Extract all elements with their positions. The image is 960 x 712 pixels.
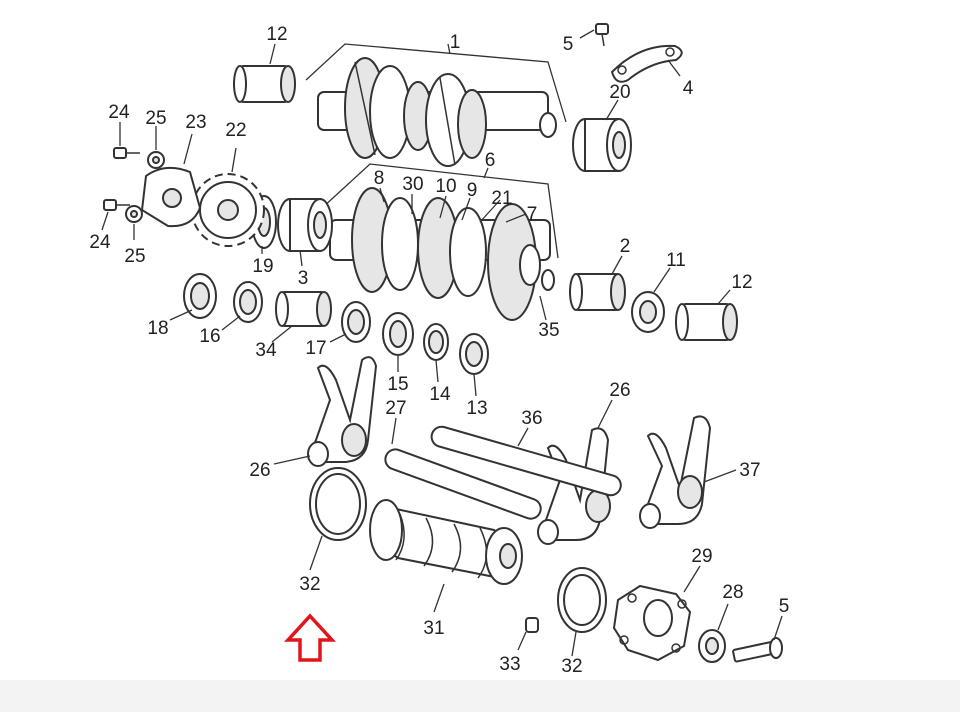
needle-bearing-top xyxy=(233,65,296,103)
screw-24-top xyxy=(113,147,140,159)
label-5-bottom: 5 xyxy=(779,596,790,617)
pin-33 xyxy=(525,617,539,633)
label-32-right: 32 xyxy=(561,656,582,677)
label-26-right: 26 xyxy=(609,380,630,401)
label-7: 7 xyxy=(527,204,538,225)
shift-fork-37 xyxy=(639,415,712,529)
needle-bearing-2 xyxy=(569,273,626,311)
ball-bearing-3 xyxy=(277,198,333,252)
screw-5-top xyxy=(595,23,609,47)
fork-rod-27 xyxy=(384,448,542,520)
screw-5-bottom xyxy=(732,637,783,663)
shift-drum-31 xyxy=(369,499,523,585)
label-19: 19 xyxy=(252,256,273,277)
label-4: 4 xyxy=(683,78,694,99)
label-21: 21 xyxy=(491,188,512,209)
label-9: 9 xyxy=(467,180,478,201)
highlight-arrow-left xyxy=(284,613,336,662)
label-12-right: 12 xyxy=(731,272,752,293)
label-11: 11 xyxy=(666,250,686,271)
label-6: 6 xyxy=(485,150,496,171)
label-20: 20 xyxy=(609,82,630,103)
label-32-left: 32 xyxy=(299,574,320,595)
washer-13 xyxy=(459,333,489,375)
label-1: 1 xyxy=(450,32,461,53)
label-35: 35 xyxy=(538,320,559,341)
label-3: 3 xyxy=(298,268,309,289)
label-23: 23 xyxy=(185,112,206,133)
footer-strip xyxy=(0,680,960,712)
washer-25-top xyxy=(147,151,165,169)
needle-bearing-12-right xyxy=(675,303,738,341)
ring-11 xyxy=(631,291,665,333)
label-27: 27 xyxy=(385,398,406,419)
label-33: 33 xyxy=(499,654,520,675)
label-24-top: 24 xyxy=(108,102,130,123)
bracket-4 xyxy=(610,44,683,83)
label-17: 17 xyxy=(305,338,326,359)
label-30: 30 xyxy=(402,174,423,195)
label-28: 28 xyxy=(722,582,743,603)
screw-24-bottom xyxy=(103,199,130,211)
label-5-top: 5 xyxy=(563,34,574,55)
label-34: 34 xyxy=(255,340,277,361)
label-24-bottom: 24 xyxy=(89,232,111,253)
sprocket-22 xyxy=(191,173,265,247)
washer-16 xyxy=(233,281,263,323)
lay-shaft-assembly xyxy=(329,187,555,321)
washer-15 xyxy=(382,312,414,356)
main-shaft-assembly xyxy=(317,57,557,167)
label-29: 29 xyxy=(691,546,712,567)
label-16: 16 xyxy=(199,326,220,347)
circlip-14 xyxy=(423,323,449,361)
label-36: 36 xyxy=(521,408,542,429)
label-2: 2 xyxy=(620,236,631,257)
label-10: 10 xyxy=(435,176,456,197)
label-25-bottom: 25 xyxy=(124,246,145,267)
label-31: 31 xyxy=(423,618,444,639)
label-13: 13 xyxy=(466,398,487,419)
bushing-34 xyxy=(275,291,332,327)
cover-plate-23 xyxy=(140,166,202,228)
label-37: 37 xyxy=(739,460,760,481)
label-8: 8 xyxy=(374,168,385,189)
washer-25-bottom xyxy=(125,205,143,223)
label-25-top: 25 xyxy=(145,108,166,129)
label-14: 14 xyxy=(429,384,451,405)
washer-18 xyxy=(183,273,217,319)
label-22: 22 xyxy=(225,120,246,141)
label-12-top: 12 xyxy=(266,24,287,45)
washer-17 xyxy=(341,301,371,343)
washer-28 xyxy=(698,629,726,663)
shift-fork-26-left xyxy=(307,356,378,467)
label-18: 18 xyxy=(147,318,168,339)
fork-rod-36 xyxy=(430,425,622,497)
star-cam-29 xyxy=(612,584,692,662)
seal-ring-32-right xyxy=(557,567,607,633)
label-15: 15 xyxy=(387,374,408,395)
seal-ring-32-left xyxy=(309,467,367,541)
ball-bearing-20 xyxy=(572,118,632,172)
label-26-left: 26 xyxy=(249,460,270,481)
